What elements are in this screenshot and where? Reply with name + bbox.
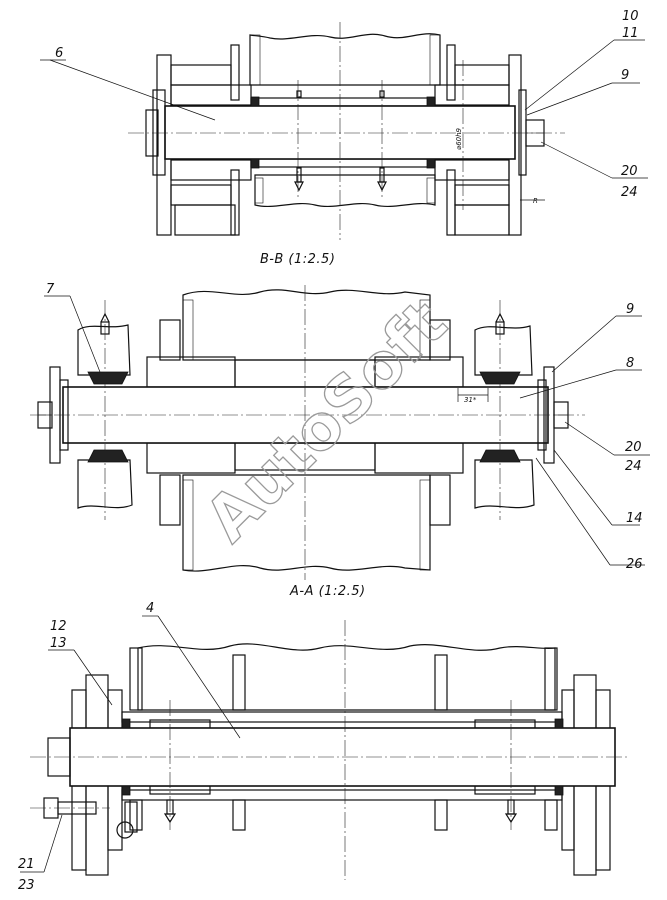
bb-diameter-dimension: ⌀60h9: [455, 127, 463, 150]
callout-21: 21: [18, 857, 35, 872]
bb-upper-tube: [249, 33, 441, 86]
callout-24-top: 24: [621, 185, 638, 200]
callout-14: 14: [626, 511, 643, 526]
callout-20-mid: 20: [625, 440, 642, 455]
callout-20-top: 20: [621, 164, 638, 179]
bb-section-title: B-B (1:2.5): [260, 252, 335, 267]
view-bb: ⌀60h9 R 6 10 11 9 20 24 B-B (1:2.5): [40, 9, 648, 267]
view-bottom: 4 12 13 21 23: [18, 601, 630, 893]
aa-upper-tube: [182, 289, 431, 361]
callout-6: 6: [55, 46, 63, 61]
bottom-upper-tube: [137, 643, 556, 711]
callout-11: 11: [622, 26, 639, 41]
callout-23: 23: [18, 878, 35, 893]
aa-section-title: A-A (1:2.5): [289, 584, 366, 599]
bb-small-mark: R: [533, 197, 538, 205]
callout-4: 4: [146, 601, 154, 616]
callout-7: 7: [46, 282, 55, 297]
callout-26: 26: [626, 557, 643, 572]
callout-24-mid: 24: [625, 459, 642, 474]
callout-8: 8: [626, 356, 634, 371]
callout-13: 13: [50, 636, 67, 651]
view-aa: 31* 7 9 8 20 24 14 26 A-A (1:2.5): [30, 282, 650, 599]
callout-10: 10: [622, 9, 639, 24]
callout-12: 12: [50, 619, 67, 634]
callout-9-mid: 9: [626, 302, 634, 317]
aa-lower-tube: [182, 474, 431, 572]
aa-dimension: 31*: [464, 396, 477, 404]
bb-lower-tube: [254, 174, 436, 208]
callout-9-top: 9: [621, 68, 629, 83]
